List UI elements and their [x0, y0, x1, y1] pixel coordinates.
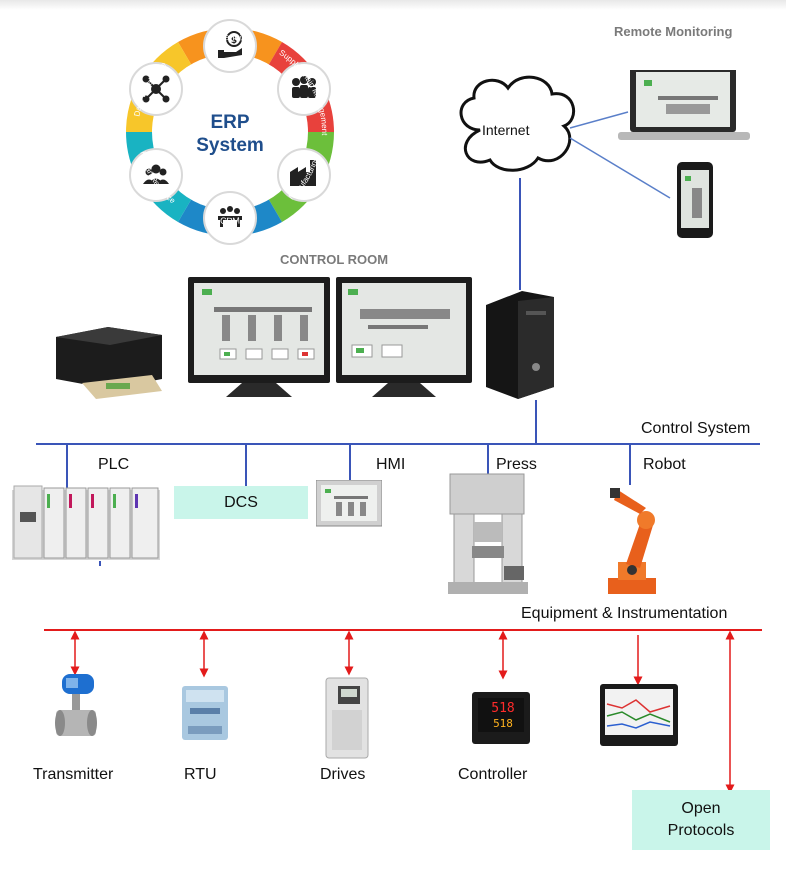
monitor-icon-2 — [336, 277, 472, 397]
control-system-bus — [36, 443, 760, 445]
svg-text:CRM: CRM — [220, 216, 241, 227]
controller-sv-display: 518 — [493, 717, 513, 730]
factory-icon — [290, 160, 316, 186]
rtu-module-icon — [182, 686, 228, 740]
hmi-label: HMI — [376, 456, 406, 473]
erp-crm-label: CRM — [220, 216, 241, 227]
controller-pv-display: 518 — [491, 701, 514, 716]
controller-label: Controller — [458, 766, 528, 783]
plc-drop-line — [66, 445, 68, 490]
paperless-recorder-icon — [600, 684, 678, 746]
robot-arm-icon — [608, 488, 656, 594]
erp-title-line1: ERP — [210, 112, 249, 133]
plc-label: PLC — [98, 456, 130, 473]
dcs-box: DCS — [174, 486, 308, 519]
erp-title-line2: System — [196, 135, 264, 156]
dcs-label: DCS — [224, 493, 258, 511]
plc-rack-icon — [12, 485, 160, 560]
svg-text:$: $ — [231, 36, 237, 46]
internet-label: Internet — [482, 122, 530, 138]
transmitter-label: Transmitter — [33, 766, 114, 783]
remote-monitoring-title: Remote Monitoring — [614, 24, 733, 39]
phone-icon — [677, 162, 713, 238]
equipment-label: Equipment & Instrumentation — [521, 605, 728, 622]
control-room-equipment — [56, 277, 554, 399]
transmitter-icon — [55, 674, 97, 736]
temperature-controller-icon: 518 518 — [472, 692, 530, 744]
money-hand-icon: $ — [218, 31, 242, 58]
erp-wheel: $ — [126, 19, 341, 245]
equipment-bus — [44, 629, 762, 631]
hmi-panel-icon — [316, 480, 382, 527]
people-icon — [143, 164, 169, 184]
rtu-label: RTU — [184, 766, 217, 783]
remote-network-graphic — [459, 70, 750, 238]
control-system-label: Control System — [641, 420, 751, 437]
network-hub-icon — [142, 75, 170, 103]
top-shade — [0, 0, 786, 10]
desktop-drop-line — [535, 400, 537, 443]
erp-financial-label: Financial — [211, 32, 250, 44]
printer-icon — [56, 327, 162, 399]
press-label: Press — [496, 456, 537, 473]
laptop-icon — [618, 70, 750, 140]
open-protocols-line1: Open — [681, 800, 721, 817]
plc-tick — [99, 561, 101, 566]
press-drop-line — [487, 445, 489, 485]
desktop-tower-icon — [486, 291, 554, 399]
dcs-drop-line — [245, 445, 247, 486]
internet-link — [519, 178, 521, 290]
drive-unit-icon — [325, 677, 369, 759]
hmi-drop-line — [349, 445, 351, 483]
press-machine-icon — [448, 473, 528, 594]
monitor-icon-1 — [188, 277, 330, 397]
cloud-icon — [459, 75, 575, 172]
control-room-title: CONTROL ROOM — [280, 252, 389, 267]
open-protocols-box: Open Protocols — [632, 790, 770, 850]
robot-label: Robot — [643, 456, 686, 473]
meeting-icon — [218, 206, 242, 227]
robot-drop-line — [629, 445, 631, 485]
drives-label: Drives — [320, 766, 366, 783]
field-connections — [70, 630, 735, 794]
open-protocols-line2: Protocols — [667, 822, 735, 839]
svg-text:Financial: Financial — [211, 32, 250, 44]
team-icon — [292, 76, 316, 98]
